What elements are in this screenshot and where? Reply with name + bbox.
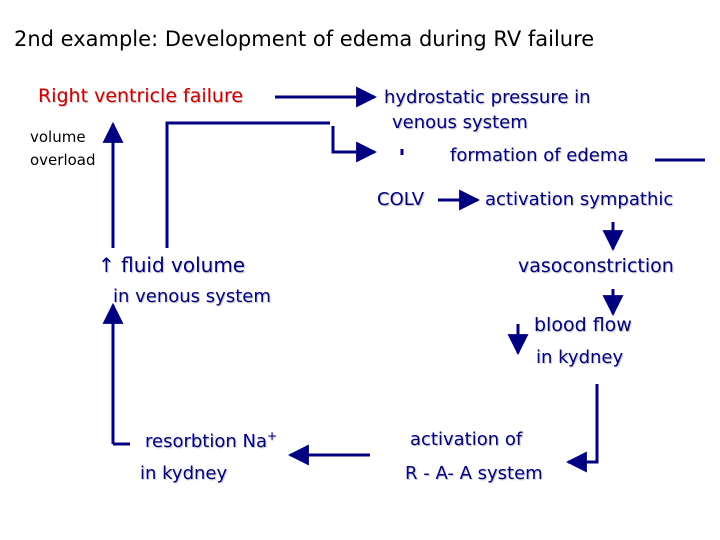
- hydrostatic-pressure-label-line1: hydrostatic pressure in: [384, 87, 591, 108]
- slide-title: 2nd example: Development of edema during…: [14, 27, 595, 51]
- rv-failure-label: Right ventricle failure: [38, 85, 244, 107]
- arrow-bloodflow-to-raa: [565, 384, 599, 473]
- hydrostatic-pressure-label-line2: venous system: [392, 112, 528, 133]
- raa-label-line2: R - A- A system: [405, 463, 543, 484]
- resorption-label-line1: resorbtion Na+: [145, 429, 277, 452]
- raa-label-line1: activation of: [410, 429, 523, 450]
- vasoconstriction-label: vasoconstriction: [518, 255, 674, 277]
- connector-overload-to-hydrostatic: [165, 121, 330, 248]
- resorption-text: resorbtion Na: [145, 431, 267, 452]
- sympathetic-activation-label: activation sympathic: [485, 189, 674, 210]
- resorption-label-line2: in kydney: [140, 463, 228, 484]
- edema-label: formation of edema: [450, 145, 629, 166]
- fluid-volume-label-line1: ↑ fluid volume: [98, 253, 245, 277]
- colv-label: COLV: [377, 189, 425, 210]
- blood-flow-label-line1: blood flow: [534, 314, 632, 336]
- fluid-volume-text: fluid volume: [121, 253, 246, 277]
- sodium-charge: +: [267, 429, 278, 443]
- up-arrow-symbol: ↑: [98, 253, 115, 277]
- volume-overload-label-line1: volume: [30, 128, 86, 146]
- fluid-volume-label-line2: in venous system: [113, 286, 271, 307]
- blood-flow-label-line2: in kydney: [536, 347, 624, 368]
- arrow-hydrostatic-to-edema: [331, 126, 378, 163]
- volume-overload-label-line2: overload: [30, 151, 96, 169]
